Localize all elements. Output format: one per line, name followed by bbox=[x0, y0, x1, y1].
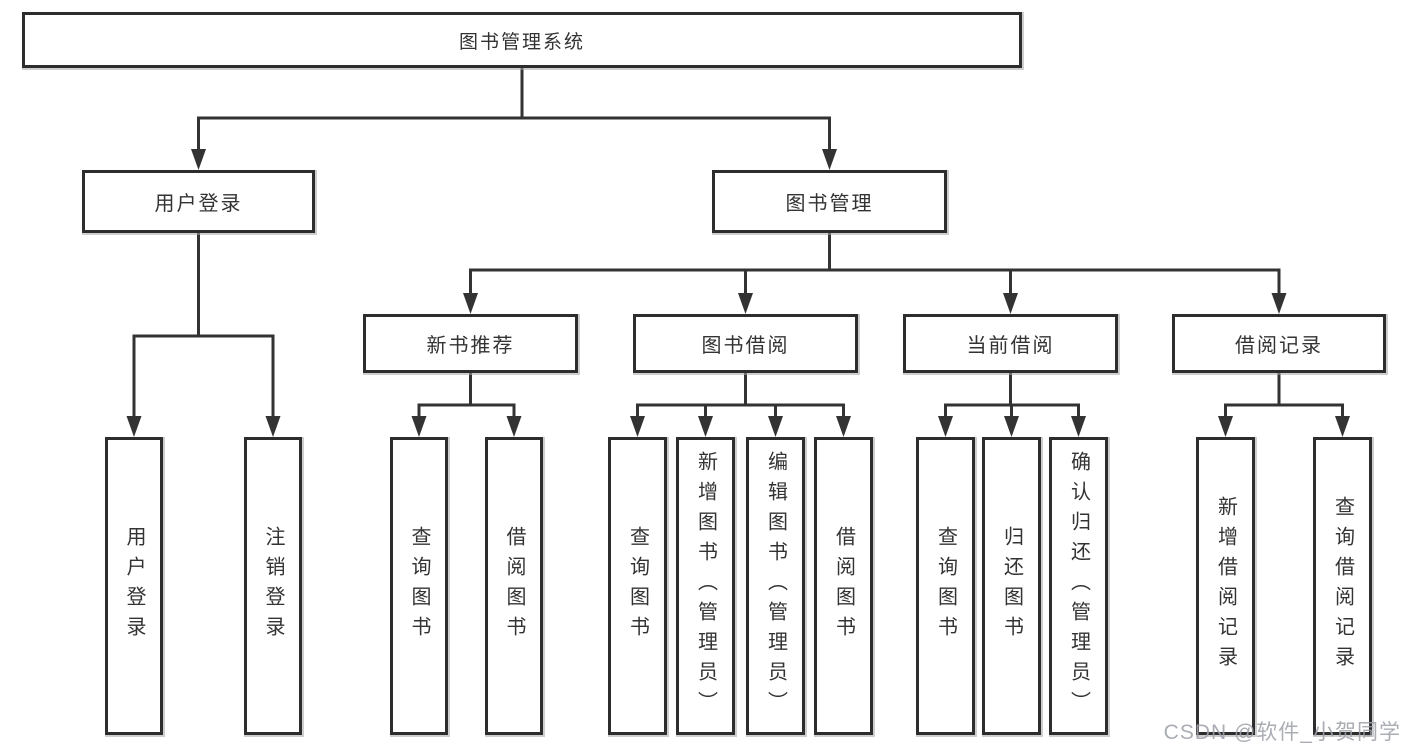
leaf-edit-book-admin: 编辑图书（管理员） bbox=[746, 437, 805, 735]
leaf-return-book: 归还图书 bbox=[982, 437, 1041, 735]
leaf-logout-label: 注销登录 bbox=[262, 526, 284, 646]
leaf-query-books-borrow: 查询图书 bbox=[608, 437, 667, 735]
node-current-borrow: 当前借阅 bbox=[903, 314, 1118, 373]
leaf-edit-book-admin-label: 编辑图书（管理员） bbox=[764, 451, 787, 721]
node-book-borrow-label: 图书借阅 bbox=[701, 335, 790, 357]
leaf-add-book-admin-label: 新增图书（管理员） bbox=[694, 451, 717, 721]
leaf-borrow-books: 借阅图书 bbox=[814, 437, 873, 735]
leaf-confirm-return-admin: 确认归还（管理员） bbox=[1049, 437, 1108, 735]
node-root-label: 图书管理系统 bbox=[458, 31, 585, 53]
node-borrow-records-label: 借阅记录 bbox=[1235, 335, 1323, 357]
leaf-add-borrow-record-label: 新增借阅记录 bbox=[1214, 496, 1237, 676]
leaf-logout: 注销登录 bbox=[244, 437, 302, 735]
node-borrow-records: 借阅记录 bbox=[1172, 314, 1386, 373]
node-book-borrow: 图书借阅 bbox=[633, 314, 858, 373]
arrowheads bbox=[126, 149, 1350, 437]
leaf-borrow-books-recommend-label: 借阅图书 bbox=[503, 526, 525, 646]
leaf-user-login-label: 用户登录 bbox=[123, 526, 145, 646]
node-new-book-recommend-label: 新书推荐 bbox=[426, 335, 515, 357]
leaf-query-books-current-label: 查询图书 bbox=[934, 526, 957, 646]
node-root: 图书管理系统 bbox=[22, 12, 1022, 68]
leaf-user-login: 用户登录 bbox=[105, 437, 163, 735]
leaf-add-borrow-record: 新增借阅记录 bbox=[1196, 437, 1255, 735]
node-user-login-label: 用户登录 bbox=[154, 193, 243, 215]
leaf-add-book-admin: 新增图书（管理员） bbox=[676, 437, 735, 735]
leaf-query-borrow-record: 查询借阅记录 bbox=[1313, 437, 1372, 735]
leaf-borrow-books-label: 借阅图书 bbox=[832, 526, 855, 646]
node-book-management-label: 图书管理 bbox=[785, 193, 874, 215]
leaf-query-books-recommend-label: 查询图书 bbox=[408, 526, 430, 646]
leaf-query-borrow-record-label: 查询借阅记录 bbox=[1331, 496, 1354, 676]
node-new-book-recommend: 新书推荐 bbox=[363, 314, 578, 373]
node-current-borrow-label: 当前借阅 bbox=[966, 335, 1055, 357]
csdn-watermark: CSDN @软件_小贺同学 bbox=[1163, 721, 1401, 744]
leaf-query-books-recommend: 查询图书 bbox=[390, 437, 448, 735]
leaf-query-books-current: 查询图书 bbox=[916, 437, 975, 735]
leaf-return-book-label: 归还图书 bbox=[1000, 526, 1023, 646]
leaf-query-books-borrow-label: 查询图书 bbox=[626, 526, 649, 646]
node-user-login: 用户登录 bbox=[82, 170, 315, 233]
node-book-management: 图书管理 bbox=[712, 170, 947, 233]
leaf-borrow-books-recommend: 借阅图书 bbox=[485, 437, 543, 735]
leaf-confirm-return-admin-label: 确认归还（管理员） bbox=[1067, 451, 1090, 721]
